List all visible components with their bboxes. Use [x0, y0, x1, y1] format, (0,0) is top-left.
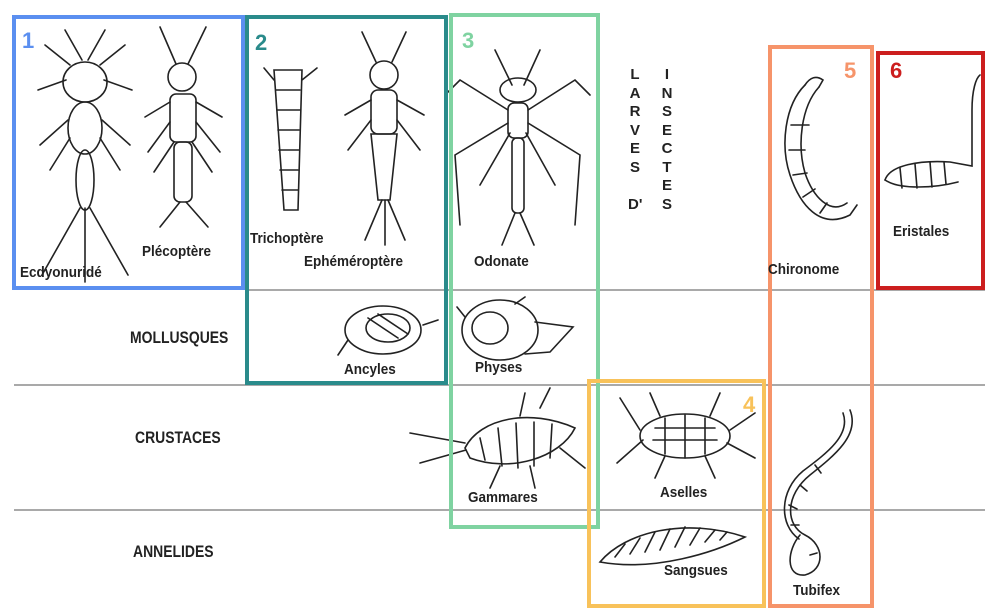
label-trichoptere: Trichoptère	[250, 230, 324, 247]
group-number-5: 5	[844, 58, 856, 84]
label-ephemeroptere: Ephéméroptère	[304, 253, 403, 270]
label-aselles: Aselles	[660, 484, 707, 501]
group-box-2	[245, 15, 448, 385]
group-number-1: 1	[22, 28, 34, 54]
label-ecdyonuride: Ecdyonuridé	[20, 264, 102, 281]
label-chironome: Chironome	[768, 261, 839, 278]
label-tubifex: Tubifex	[793, 582, 840, 599]
row-label-mollusques: MOLLUSQUES	[130, 328, 228, 348]
label-eristales: Eristales	[893, 223, 949, 240]
label-gammares: Gammares	[468, 489, 538, 506]
group-number-3: 3	[462, 28, 474, 54]
group-box-5	[768, 45, 874, 608]
label-sangsues: Sangsues	[664, 562, 728, 579]
group-box-6	[876, 51, 985, 290]
group-number-6: 6	[890, 58, 902, 84]
row-label-crustaces: CRUSTACES	[135, 428, 221, 448]
label-physes: Physes	[475, 359, 522, 376]
label-plecoptere: Plécoptère	[142, 243, 211, 260]
group-number-4: 4	[743, 392, 755, 418]
label-odonate: Odonate	[474, 253, 529, 270]
group-number-2: 2	[255, 30, 267, 56]
row-label-annelides: ANNELIDES	[133, 542, 214, 562]
label-ancyles: Ancyles	[344, 361, 396, 378]
group-box-3	[449, 13, 600, 529]
